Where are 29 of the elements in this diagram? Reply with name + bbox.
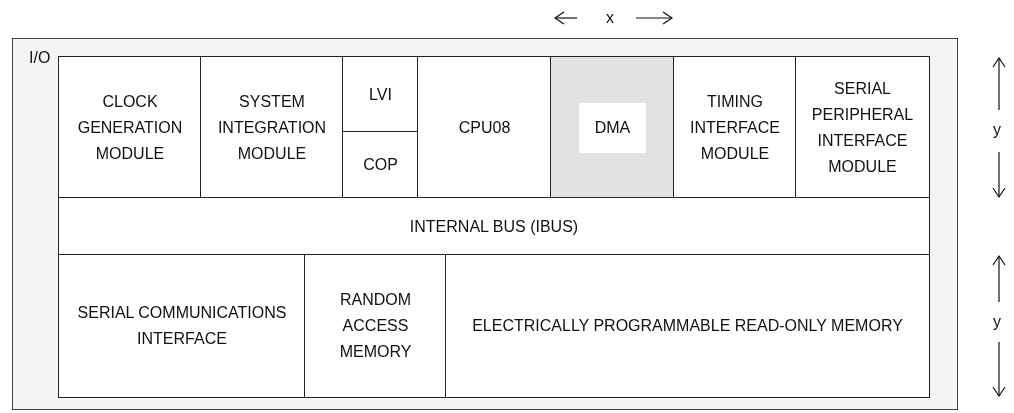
module-label: SERIAL COMMUNICATIONS INTERFACE (76, 303, 288, 349)
module-label: SYSTEM INTEGRATION MODULE (216, 91, 328, 164)
module-label: RANDOM ACCESS MEMORY (338, 290, 413, 362)
module-box (445, 254, 930, 398)
module-box (550, 56, 675, 199)
dimension-label: y (993, 312, 1001, 332)
module-box (58, 197, 930, 256)
module-label: CLOCK GENERATION MODULE (76, 91, 184, 164)
module-label: COP (362, 155, 399, 175)
module-label: TIMING INTERFACE MODULE (689, 91, 781, 164)
dimension-label: y (993, 120, 1001, 140)
block-heading: I/O (29, 49, 51, 67)
io-block (12, 38, 958, 410)
module-label: INTERNAL BUS (IBUS) (408, 216, 580, 237)
module-box (58, 254, 306, 398)
module-label: SERIAL PERIPHERAL INTERFACE MODULE (810, 78, 915, 177)
module-box (200, 56, 344, 199)
module-label: LVI (368, 84, 393, 105)
dimension-label: x (606, 8, 614, 28)
module-box (795, 56, 930, 199)
module-label: CPU08 (457, 117, 512, 138)
module-box (342, 56, 419, 133)
module-box (417, 56, 552, 199)
module-label: ELECTRICALLY PROGRAMMABLE READ-ONLY MEMORY (471, 316, 904, 336)
module-box (673, 56, 797, 199)
module-box (342, 131, 419, 199)
module-label: DMA (578, 102, 647, 153)
module-box (304, 254, 447, 398)
module-box (58, 56, 202, 199)
